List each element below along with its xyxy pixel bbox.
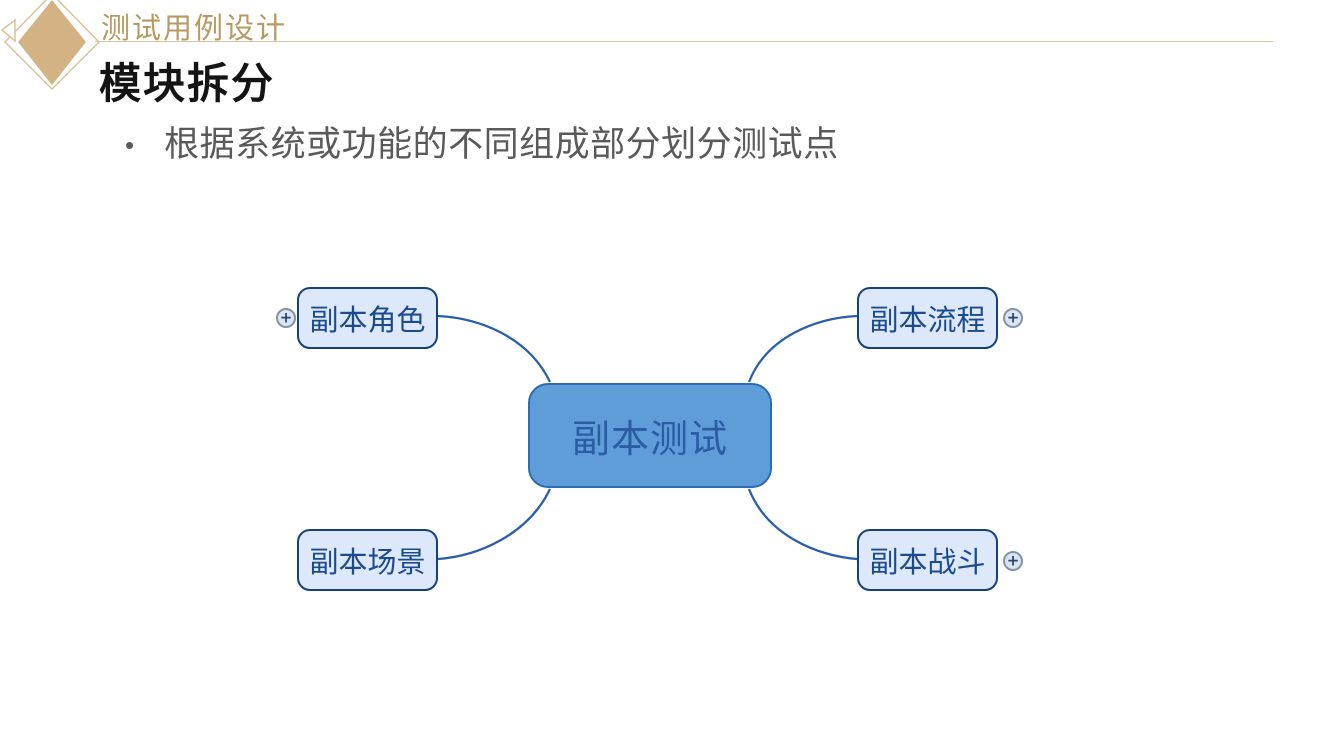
branch-node-label: 副本流程 xyxy=(869,305,986,337)
connector-top-right xyxy=(747,314,858,383)
connector-bottom-right xyxy=(747,488,858,561)
mindmap-node-bottom-left[interactable]: 副本场景 xyxy=(297,529,438,591)
expand-button-bottom-right[interactable]: + xyxy=(1003,551,1023,571)
slide-kicker: 测试用例设计 xyxy=(101,13,288,45)
gold-diamond-logo-icon xyxy=(0,0,101,91)
plus-icon: + xyxy=(1006,308,1020,326)
connector-top-left xyxy=(437,314,552,383)
branch-node-label: 副本战斗 xyxy=(869,547,986,579)
bullet-text: 根据系统或功能的不同组成部分划分测试点 xyxy=(164,125,839,164)
header-divider xyxy=(95,41,1273,42)
center-node-label: 副本测试 xyxy=(571,419,728,461)
bullet-item: • 根据系统或功能的不同组成部分划分测试点 xyxy=(125,124,839,166)
mindmap-node-top-right[interactable]: 副本流程 xyxy=(857,287,998,349)
bullet-marker: • xyxy=(125,130,135,160)
mindmap-node-top-left[interactable]: 副本角色 xyxy=(297,287,438,349)
page-title: 模块拆分 xyxy=(99,60,276,107)
branch-node-label: 副本角色 xyxy=(309,305,426,337)
mindmap-center-node[interactable]: 副本测试 xyxy=(528,383,772,488)
plus-icon: + xyxy=(279,308,293,326)
expand-button-top-left[interactable]: + xyxy=(276,308,296,328)
plus-icon: + xyxy=(1006,551,1020,569)
mindmap-node-bottom-right[interactable]: 副本战斗 xyxy=(857,529,998,591)
connector-bottom-left xyxy=(437,488,552,561)
expand-button-top-right[interactable]: + xyxy=(1003,308,1023,328)
branch-node-label: 副本场景 xyxy=(309,547,426,579)
